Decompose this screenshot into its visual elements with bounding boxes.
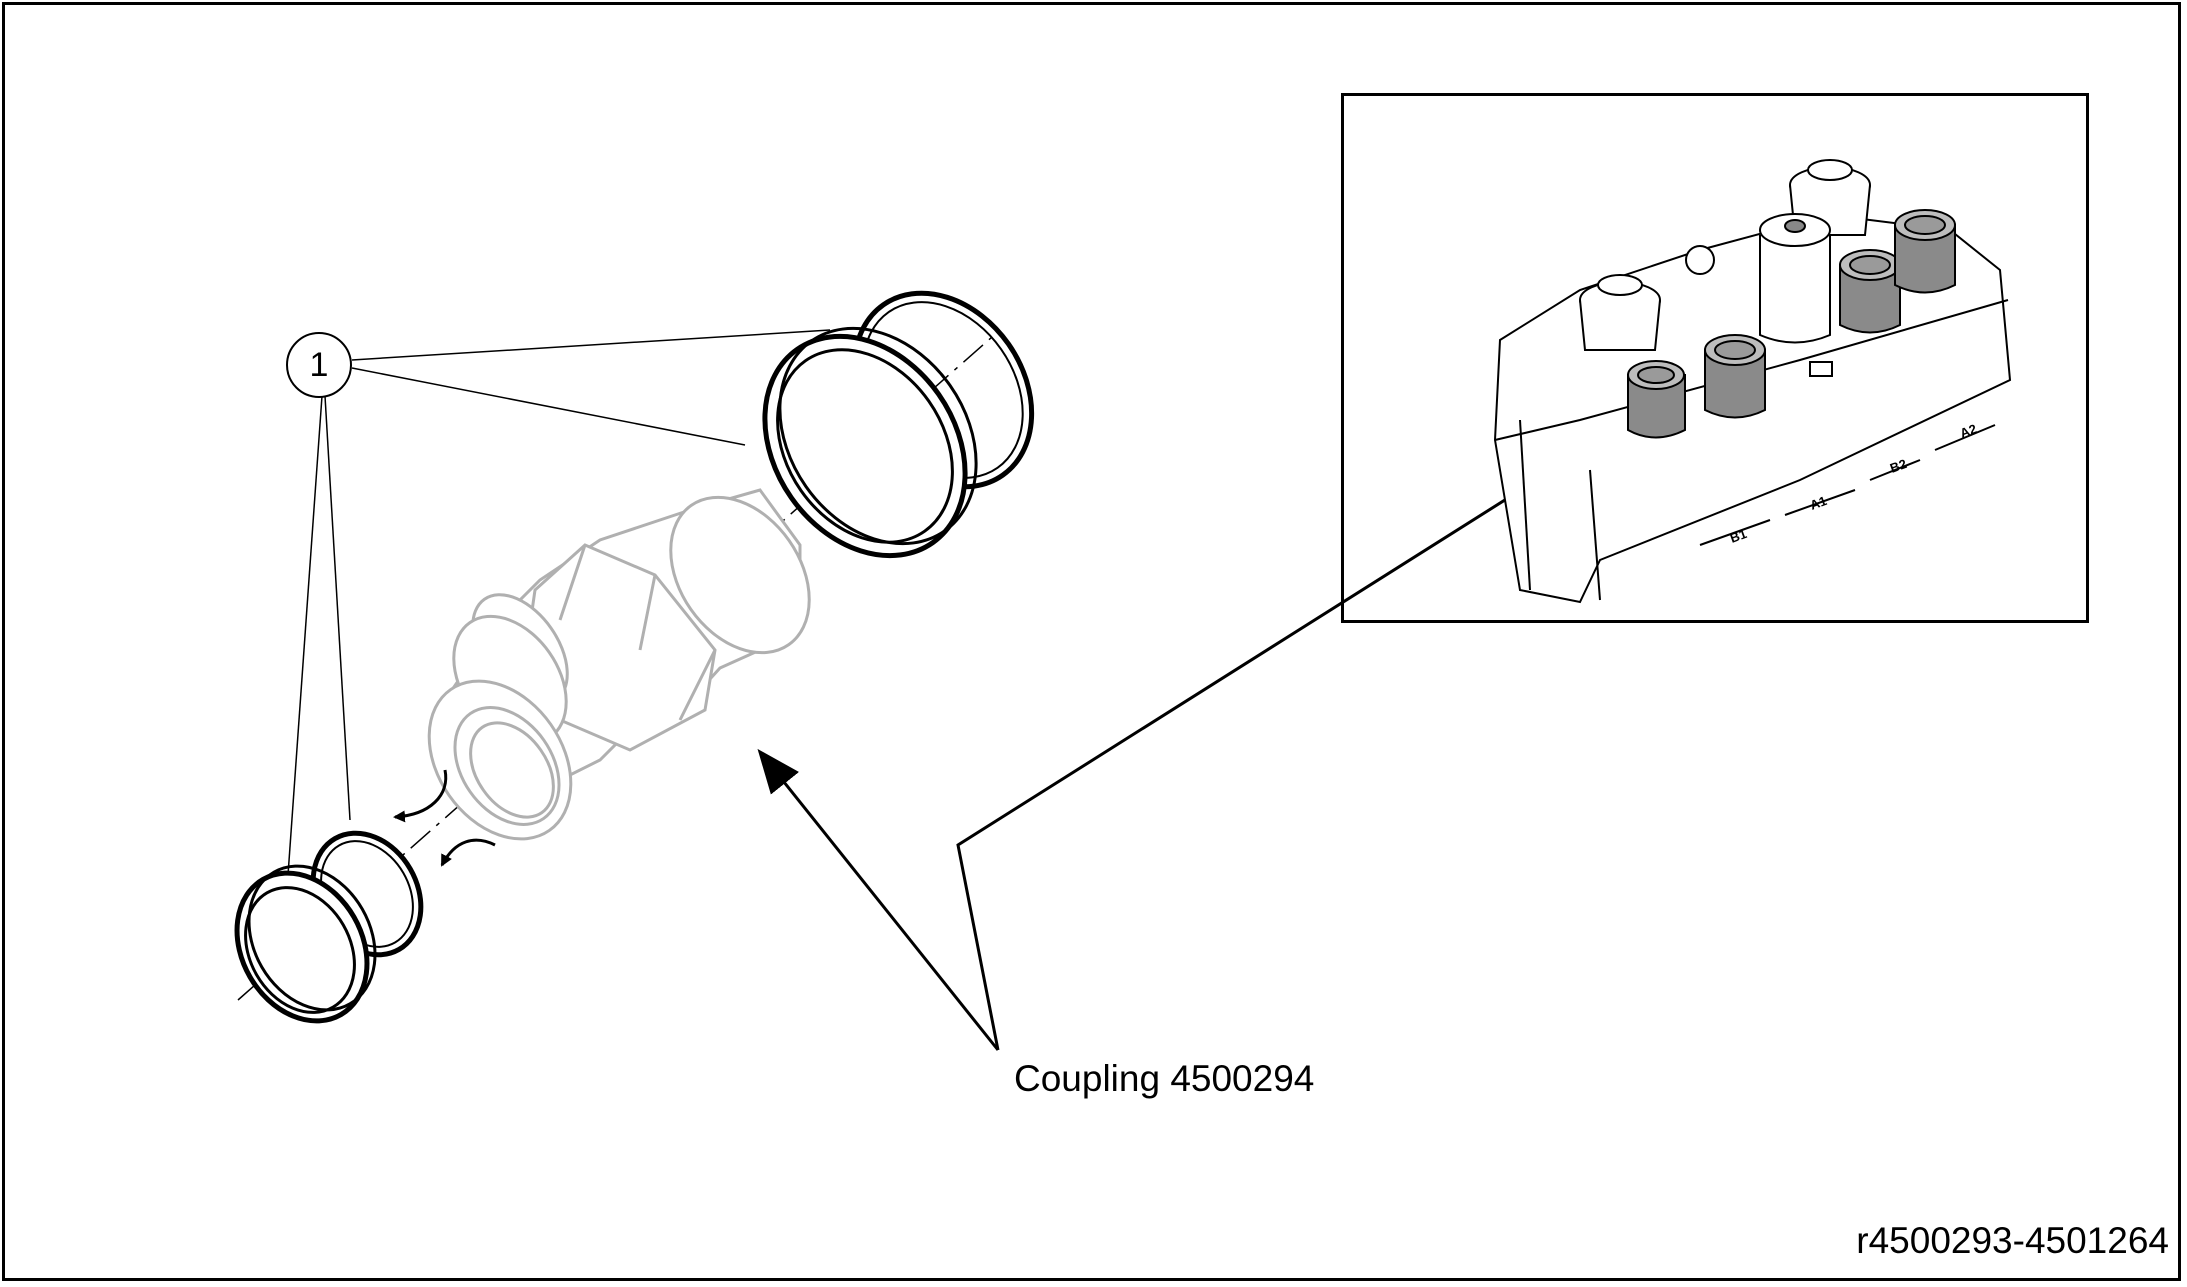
curved-arrow-icon bbox=[440, 838, 496, 867]
port-label-a2: A2 bbox=[1958, 421, 1979, 441]
port-label-b2: B2 bbox=[1888, 456, 1909, 476]
callout-leader-lines bbox=[287, 329, 831, 876]
lower-support-ring bbox=[234, 864, 377, 1024]
document-reference: r4500293-4501264 bbox=[1856, 1220, 2169, 1261]
port-label-b1: B1 bbox=[1728, 526, 1749, 546]
port-label-a1: A1 bbox=[1808, 493, 1829, 513]
callout-number-badge: 1 bbox=[286, 332, 352, 398]
upper-support-ring bbox=[762, 326, 978, 559]
arrow-icon bbox=[757, 748, 1000, 1051]
inset-detail-box bbox=[1341, 93, 2089, 623]
inset-coupling-highlighted bbox=[1627, 360, 1686, 439]
coupling-body bbox=[427, 488, 811, 841]
curved-arrow-icon bbox=[393, 769, 448, 823]
inset-couplings bbox=[1627, 209, 1956, 439]
inset-leader bbox=[956, 438, 1601, 1051]
coupling-callout-label: Coupling 4500294 bbox=[1014, 1058, 1315, 1099]
